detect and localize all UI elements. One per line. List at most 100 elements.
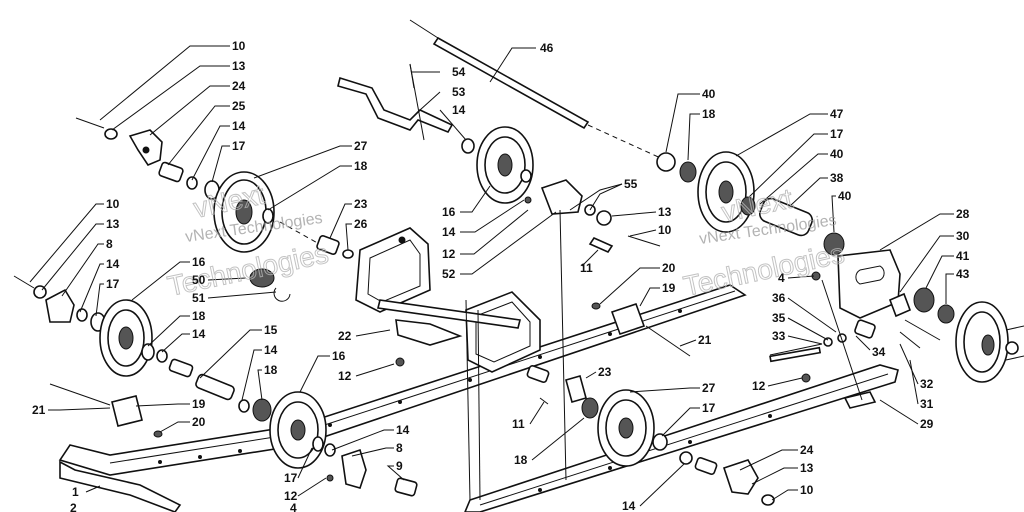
callout-15: 15 bbox=[264, 323, 278, 337]
callout-17: 17 bbox=[830, 127, 844, 141]
callout-8: 8 bbox=[396, 441, 403, 455]
callout-12: 12 bbox=[284, 489, 298, 503]
callout-20: 20 bbox=[662, 261, 676, 275]
callout-46: 46 bbox=[540, 41, 554, 55]
callout-40: 40 bbox=[838, 189, 852, 203]
callout-4: 4 bbox=[290, 501, 297, 512]
callout-24: 24 bbox=[232, 79, 246, 93]
callout-1: 1 bbox=[72, 485, 79, 499]
callout-18: 18 bbox=[514, 453, 528, 467]
callout-32: 32 bbox=[920, 377, 934, 391]
callout-14: 14 bbox=[264, 343, 278, 357]
upper-left-bracket bbox=[75, 117, 220, 200]
callout-2: 2 bbox=[70, 501, 77, 512]
shaft-46 bbox=[409, 19, 666, 161]
callout-34: 34 bbox=[872, 345, 886, 359]
right-bracket-28 bbox=[811, 249, 1024, 383]
left-mid-bracket bbox=[13, 275, 106, 332]
callout-23: 23 bbox=[354, 197, 368, 211]
right-slide-rail bbox=[464, 364, 899, 512]
swing-arm-22 bbox=[355, 227, 541, 501]
callout-21: 21 bbox=[32, 403, 46, 417]
callout-17: 17 bbox=[232, 139, 246, 153]
callout-31: 31 bbox=[920, 397, 934, 411]
wheel-16-lower bbox=[269, 391, 418, 497]
callout-22: 22 bbox=[338, 329, 352, 343]
center-lower-parts bbox=[526, 364, 599, 419]
bumper-19-right bbox=[591, 302, 691, 357]
callout-14: 14 bbox=[106, 257, 120, 271]
callout-17: 17 bbox=[284, 471, 298, 485]
callout-40: 40 bbox=[702, 87, 716, 101]
wheel-27-upper bbox=[213, 171, 354, 302]
callout-12: 12 bbox=[752, 379, 766, 393]
callout-10: 10 bbox=[232, 39, 246, 53]
callout-12: 12 bbox=[442, 247, 456, 261]
callout-14: 14 bbox=[452, 103, 466, 117]
callout-20: 20 bbox=[192, 415, 206, 429]
callout-14: 14 bbox=[622, 499, 636, 512]
callout-40: 40 bbox=[830, 147, 844, 161]
callout-16: 16 bbox=[442, 205, 456, 219]
callout-28: 28 bbox=[956, 207, 970, 221]
callout-14: 14 bbox=[192, 327, 206, 341]
callouts: 10 13 24 25 14 17 27 18 23 26 10 13 8 14… bbox=[32, 39, 970, 512]
callout-11: 11 bbox=[580, 261, 593, 275]
callout-27: 27 bbox=[354, 139, 368, 153]
callout-25: 25 bbox=[232, 99, 246, 113]
cranked-axle-53 bbox=[337, 63, 454, 141]
callout-16: 16 bbox=[192, 255, 206, 269]
callout-10: 10 bbox=[800, 483, 814, 497]
callout-13: 13 bbox=[800, 461, 814, 475]
callout-19: 19 bbox=[662, 281, 676, 295]
callout-18: 18 bbox=[192, 309, 206, 323]
wheel-47-upper-right bbox=[656, 151, 845, 256]
right-lower-parts bbox=[769, 279, 941, 401]
bumper-19-left bbox=[49, 383, 163, 438]
callout-17: 17 bbox=[106, 277, 120, 291]
callout-11: 11 bbox=[512, 417, 525, 431]
callout-19: 19 bbox=[192, 397, 206, 411]
callout-13: 13 bbox=[106, 217, 120, 231]
callout-17: 17 bbox=[702, 401, 716, 415]
callout-29: 29 bbox=[920, 417, 934, 431]
wheel-16-center bbox=[461, 126, 661, 481]
callout-21: 21 bbox=[698, 333, 712, 347]
callout-4: 4 bbox=[778, 271, 785, 285]
callout-33: 33 bbox=[772, 329, 786, 343]
callout-47: 47 bbox=[830, 107, 844, 121]
callout-18: 18 bbox=[264, 363, 278, 377]
callout-52: 52 bbox=[442, 267, 456, 281]
callout-55: 55 bbox=[624, 177, 638, 191]
callout-10: 10 bbox=[106, 197, 120, 211]
callout-13: 13 bbox=[658, 205, 672, 219]
callout-53: 53 bbox=[452, 85, 466, 99]
callout-24: 24 bbox=[800, 443, 814, 457]
callout-10: 10 bbox=[658, 223, 672, 237]
callout-26: 26 bbox=[354, 217, 368, 231]
callout-16: 16 bbox=[332, 349, 346, 363]
callout-23: 23 bbox=[598, 365, 612, 379]
callout-41: 41 bbox=[956, 249, 970, 263]
callout-9: 9 bbox=[396, 459, 403, 473]
callout-27: 27 bbox=[702, 381, 716, 395]
callout-12: 12 bbox=[338, 369, 352, 383]
callout-14: 14 bbox=[442, 225, 456, 239]
callout-38: 38 bbox=[830, 171, 844, 185]
callout-51: 51 bbox=[192, 291, 206, 305]
callout-43: 43 bbox=[956, 267, 970, 281]
callout-36: 36 bbox=[772, 291, 786, 305]
wheel-27-lower bbox=[597, 389, 775, 506]
leader-lines bbox=[29, 45, 954, 507]
callout-50: 50 bbox=[192, 273, 206, 287]
callout-54: 54 bbox=[452, 65, 466, 79]
callout-8: 8 bbox=[106, 237, 113, 251]
callout-13: 13 bbox=[232, 59, 246, 73]
callout-18: 18 bbox=[702, 107, 716, 121]
wheel-16-left bbox=[99, 299, 272, 422]
callout-30: 30 bbox=[956, 229, 970, 243]
callout-14: 14 bbox=[396, 423, 410, 437]
callout-14: 14 bbox=[232, 119, 246, 133]
callout-18: 18 bbox=[354, 159, 368, 173]
